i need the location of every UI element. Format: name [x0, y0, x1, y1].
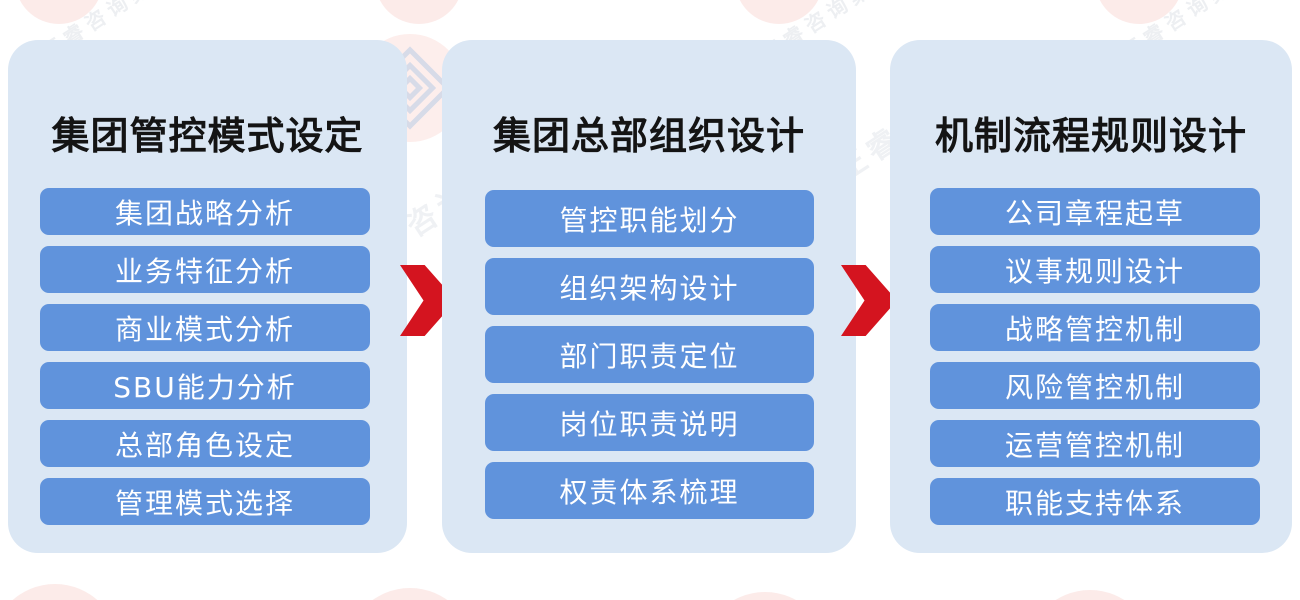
process-step: 部门职责定位: [485, 326, 814, 383]
process-step: 组织架构设计: [485, 258, 814, 315]
process-step: 总部角色设定: [40, 420, 370, 467]
process-step: 职能支持体系: [930, 478, 1260, 525]
process-step: 管理模式选择: [40, 478, 370, 525]
brand-stamp-icon: [375, 0, 463, 24]
process-step: 业务特征分析: [40, 246, 370, 293]
process-step: 权责体系梳理: [485, 462, 814, 519]
brand-stamp-icon: [1095, 0, 1183, 24]
panel-hq-organization-design: 集团总部组织设计 管控职能划分 组织架构设计 部门职责定位 岗位职责说明 权责体…: [442, 40, 856, 553]
process-step: 商业模式分析: [40, 304, 370, 351]
brand-stamp-icon: [15, 0, 103, 24]
step-list: 公司章程起草 议事规则设计 战略管控机制 风险管控机制 运营管控机制 职能支持体…: [930, 188, 1260, 525]
brand-stamp-icon: [735, 0, 823, 24]
process-step: 集团战略分析: [40, 188, 370, 235]
process-step: 风险管控机制: [930, 362, 1260, 409]
step-list: 集团战略分析 业务特征分析 商业模式分析 SBU能力分析 总部角色设定 管理模式…: [40, 188, 370, 525]
panel-group-control-model: 集团管控模式设定 集团战略分析 业务特征分析 商业模式分析 SBU能力分析 总部…: [8, 40, 407, 553]
panel-title: 集团管控模式设定: [51, 113, 364, 158]
process-step: 议事规则设计: [930, 246, 1260, 293]
brand-stamp-icon: [701, 592, 829, 600]
process-step: 战略管控机制: [930, 304, 1260, 351]
brand-stamp-icon: [1026, 590, 1154, 600]
process-step: 岗位职责说明: [485, 394, 814, 451]
step-list: 管控职能划分 组织架构设计 部门职责定位 岗位职责说明 权责体系梳理: [485, 190, 814, 519]
panel-mechanism-process-rules: 机制流程规则设计 公司章程起草 议事规则设计 战略管控机制 风险管控机制 运营管…: [890, 40, 1292, 553]
process-step: SBU能力分析: [40, 362, 370, 409]
brand-stamp-icon: [346, 588, 474, 600]
process-step: 运营管控机制: [930, 420, 1260, 467]
process-step: 管控职能划分: [485, 190, 814, 247]
panel-title: 集团总部组织设计: [492, 113, 805, 158]
brand-stamp-icon: [0, 584, 119, 600]
process-step: 公司章程起草: [930, 188, 1260, 235]
panel-title: 机制流程规则设计: [934, 113, 1247, 158]
